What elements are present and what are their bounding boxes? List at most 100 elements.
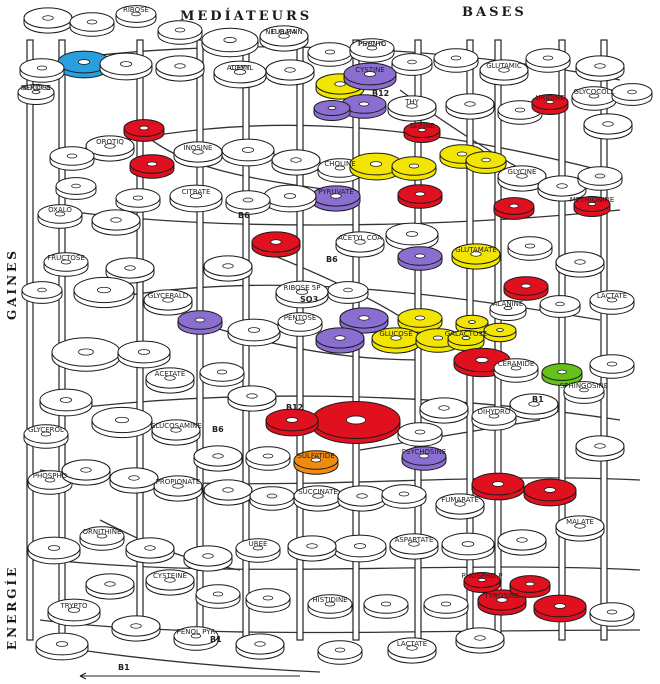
- gear-disc: [155, 55, 205, 82]
- gear-disc: [387, 95, 437, 122]
- purple-gear-disc: [315, 327, 365, 354]
- gear-disc: [99, 52, 153, 81]
- yellow-gear-disc: [371, 327, 421, 354]
- disc-label: GALACTOSE: [445, 330, 487, 338]
- gear-disc: [333, 534, 387, 563]
- gear-disc: [39, 388, 93, 417]
- disc-label: PHOSPHO: [33, 472, 68, 480]
- shaft-6: [558, 39, 566, 641]
- disc-label: SUCCINATE: [298, 488, 338, 496]
- belt-13: [359, 419, 541, 451]
- gear-disc: [199, 362, 245, 387]
- disc-label: METHIONINE: [570, 196, 615, 204]
- yellow-gear-disc: [465, 151, 507, 174]
- disc-label: PENOL PYR: [177, 628, 216, 636]
- purple-gear-disc: [339, 307, 389, 334]
- arrow: [79, 672, 300, 680]
- purple-gear-disc: [343, 62, 397, 91]
- gear-disc: [571, 86, 617, 111]
- gear-disc: [385, 222, 439, 251]
- disc-label: DIHYDRO: [478, 408, 511, 416]
- header-bases: BASES: [462, 5, 527, 20]
- disc-label: GLYCERALD: [148, 292, 188, 300]
- label-b1-b: B1: [118, 663, 130, 672]
- gear-disc: [109, 467, 159, 494]
- label-b6-c: B6: [212, 425, 224, 434]
- disc-label-layer: D.O.P.ASEROTOCOMTPHENYLGLUTAMICGLYCOCOLL…: [21, 6, 627, 680]
- disc-label: PENTOSE: [284, 314, 317, 322]
- gear-disc: [235, 538, 281, 563]
- gear-disc: [271, 149, 321, 176]
- gear-disc: [157, 20, 203, 45]
- gear-disc: [363, 594, 409, 619]
- disc-label: PHOSPHO P: [462, 572, 503, 580]
- gear-disc: [441, 532, 495, 561]
- gear-disc: [35, 632, 89, 661]
- gear-disc: [381, 484, 427, 509]
- disc-label: RIBOSE 5P: [284, 284, 321, 292]
- gear-disc: [563, 381, 605, 404]
- disc-label: INOSINE: [184, 144, 213, 152]
- gear-disc: [125, 537, 175, 564]
- gear-disc: [55, 177, 97, 200]
- disc-label: ALANINE: [493, 300, 524, 308]
- disc-label: COMT: [230, 64, 251, 72]
- disc-label: ORNITHINE: [83, 528, 122, 536]
- disc-label: D.O.P.A: [271, 28, 296, 36]
- gear-disc: [227, 318, 281, 347]
- red-gear-disc: [573, 195, 611, 218]
- gear-disc: [221, 138, 275, 167]
- gear-disc: [575, 435, 625, 462]
- disc-label: ACETYL: [227, 64, 254, 72]
- red-gear-disc: [493, 197, 535, 220]
- gear-disc: [201, 27, 259, 58]
- gear-disc: [61, 459, 111, 486]
- red-gear-disc: [311, 401, 401, 444]
- gear-disc: [193, 445, 243, 472]
- gear-disc: [307, 42, 353, 67]
- gear-disc: [507, 236, 553, 261]
- gear-disc: [37, 204, 83, 229]
- gear-disc: [391, 53, 433, 76]
- gear-disc: [479, 59, 529, 86]
- disc-label: TYROSINE: [483, 592, 519, 600]
- gear-disc: [555, 251, 605, 278]
- red-gear-disc: [523, 478, 577, 507]
- gear-disc: [589, 290, 635, 315]
- disc-label: SEROTO: [21, 84, 51, 92]
- shaft-7: [600, 39, 608, 641]
- green-gear-disc: [541, 363, 583, 386]
- disc-label: CYSTEINE: [153, 572, 187, 580]
- disc-label: GLUCOSAMINE: [150, 422, 202, 430]
- red-gear-disc: [129, 154, 175, 179]
- side-label-energie: ENERGÍE: [4, 565, 19, 650]
- disc-label: FRUCTOSE: [47, 254, 85, 262]
- gear-disc: [287, 535, 337, 562]
- disc-label: URIDINE: [535, 94, 564, 102]
- gear-disc: [245, 588, 291, 613]
- gear-disc: [115, 5, 157, 28]
- disc-label: ACETATE: [155, 370, 186, 378]
- gear-disc: [349, 38, 395, 63]
- disc-label: NEURAMIN: [265, 28, 303, 36]
- disc-label: PYRUVATE: [318, 188, 354, 196]
- gear-disc: [117, 340, 171, 369]
- gear-disc: [445, 93, 495, 120]
- gear-disc: [203, 479, 253, 506]
- gear-disc: [43, 252, 89, 277]
- red-gear-disc: [477, 589, 527, 616]
- gear-disc: [433, 48, 479, 73]
- disc-label: CYSTINE: [355, 66, 384, 74]
- gear-disc: [611, 83, 653, 106]
- disc-label: CHOLINE: [324, 160, 355, 168]
- gear-disc: [537, 175, 587, 202]
- gear-disc: [275, 280, 329, 309]
- gear-disc: [105, 257, 155, 284]
- disc-label: FUMARATE: [441, 496, 479, 504]
- disc-label: PHENYL: [358, 40, 385, 48]
- disc-label: GLUTAMATE: [455, 246, 497, 254]
- gear-disc: [85, 573, 135, 600]
- disc-label: PROPIONATE: [156, 478, 201, 486]
- gear-disc: [173, 626, 219, 651]
- disc-label: UREE: [249, 540, 268, 548]
